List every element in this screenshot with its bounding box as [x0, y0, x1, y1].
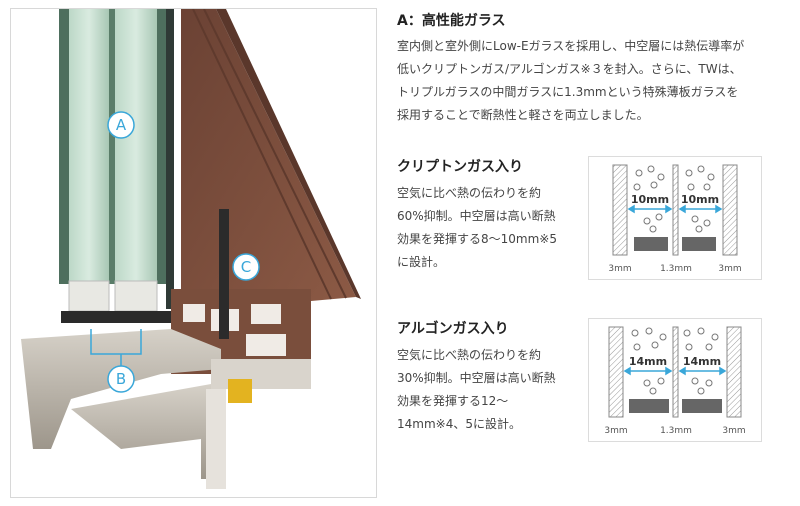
krypton-gap-right-label: 10mm [681, 193, 719, 206]
argon-gap-left-label: 14mm [629, 355, 667, 368]
gap-arrows [627, 204, 723, 214]
krypton-glass-diagram: 10mm 10mm 3mm 1.3mm 3mm [588, 156, 762, 280]
krypton-description: 空気に比べ熱の伝わりを約 60%抑制。中空層は高い断熱 効果を発揮する8〜10m… [397, 186, 557, 269]
outer-glass-left [608, 326, 624, 418]
argon-gap-right-label: 14mm [683, 355, 721, 368]
window-cross-section-illustration: A B C [21, 9, 361, 489]
aluminum-exterior-frame [21, 329, 311, 489]
argon-thickness-middle: 1.3mm [660, 426, 692, 436]
glass-spacer [61, 280, 171, 323]
krypton-thickness-middle: 1.3mm [660, 264, 692, 274]
argon-description: 空気に比べ熱の伝わりを約 30%抑制。中空層は高い断熱 効果を発揮する12〜 1… [397, 348, 556, 431]
middle-glass [672, 326, 679, 418]
argon-title: アルゴンガス入り [397, 321, 509, 337]
gas-molecules [631, 327, 719, 395]
krypton-thickness-right: 3mm [718, 264, 741, 274]
wood-interior-frame [171, 9, 361, 374]
krypton-title: クリプトンガス入り [397, 159, 523, 175]
window-cross-section-image: A B C [10, 8, 377, 498]
gas-molecules [633, 165, 715, 233]
marker-b: B [90, 329, 142, 393]
marker-a-label: A [116, 116, 127, 134]
spacer-right [682, 399, 722, 413]
outer-glass-right [722, 164, 738, 256]
marker-a: A [107, 111, 135, 139]
yellow-gasket [228, 379, 252, 403]
spacer-left [629, 399, 669, 413]
marker-b-label: B [116, 370, 126, 388]
triple-glass-panes [59, 9, 174, 309]
argon-thickness-right: 3mm [722, 426, 745, 436]
marker-c: C [232, 253, 260, 281]
marker-c-label: C [241, 258, 251, 276]
section-a-description: 室内側と室外側にLow-Eガラスを採用し、中空層には熱伝導率が 低いクリプトンガ… [397, 39, 745, 122]
gap-arrows [623, 366, 727, 376]
argon-thickness-left: 3mm [604, 426, 627, 436]
outer-glass-left [612, 164, 628, 256]
spacer-right [682, 237, 716, 251]
section-a-title: A：高性能ガラス [397, 13, 506, 29]
krypton-gap-left-label: 10mm [631, 193, 669, 206]
argon-glass-diagram: 14mm 14mm 3mm 1.3mm 3mm [588, 318, 762, 442]
krypton-thickness-left: 3mm [608, 264, 631, 274]
middle-glass [672, 164, 679, 256]
spacer-left [634, 237, 668, 251]
outer-glass-right [726, 326, 742, 418]
